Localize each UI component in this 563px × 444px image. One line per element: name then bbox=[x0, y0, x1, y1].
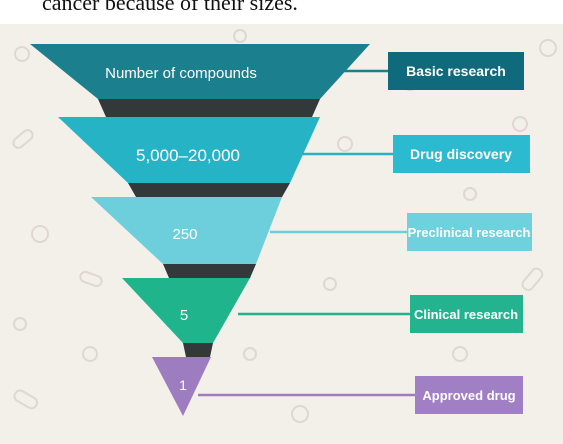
stage-tag-label-1: Basic research bbox=[406, 63, 506, 79]
funnel-connectors bbox=[98, 99, 320, 357]
stage-tag-label-3: Preclinical research bbox=[408, 225, 531, 240]
funnel-level-clinical bbox=[122, 278, 250, 343]
funnel-value-2: 5,000–20,000 bbox=[136, 146, 240, 165]
stage-tag-label-2: Drug discovery bbox=[410, 146, 512, 162]
funnel-level-drug-discovery bbox=[58, 117, 320, 183]
funnel-level-preclinical bbox=[91, 197, 282, 264]
stage-tag-label-4: Clinical research bbox=[414, 307, 518, 322]
funnel-value-1: Number of compounds bbox=[105, 65, 257, 82]
stage-tag-approved-drug bbox=[415, 376, 523, 414]
funnel-value-3: 250 bbox=[172, 226, 197, 243]
funnel-level-approved bbox=[152, 357, 211, 416]
leader-lines bbox=[198, 69, 415, 397]
funnel-value-5: 1 bbox=[179, 377, 187, 393]
header-partial-text: cancer because of their sizes. bbox=[42, 0, 298, 15]
funnel-diagram: Number of compounds 5,000–20,000 250 5 1… bbox=[0, 24, 563, 444]
header-strip: cancer because of their sizes. bbox=[0, 0, 563, 24]
stage-tag-basic-research bbox=[388, 52, 524, 90]
stage-tag-clinical-research bbox=[410, 295, 523, 333]
stage-tag-label-5: Approved drug bbox=[422, 388, 515, 403]
funnel-svg: Number of compounds 5,000–20,000 250 5 1… bbox=[12, 29, 557, 423]
stage-tag-preclinical-research bbox=[407, 213, 532, 251]
funnel-level-basic-research bbox=[30, 44, 370, 99]
stage-tag-drug-discovery bbox=[393, 135, 530, 173]
funnel-value-4: 5 bbox=[180, 307, 188, 324]
